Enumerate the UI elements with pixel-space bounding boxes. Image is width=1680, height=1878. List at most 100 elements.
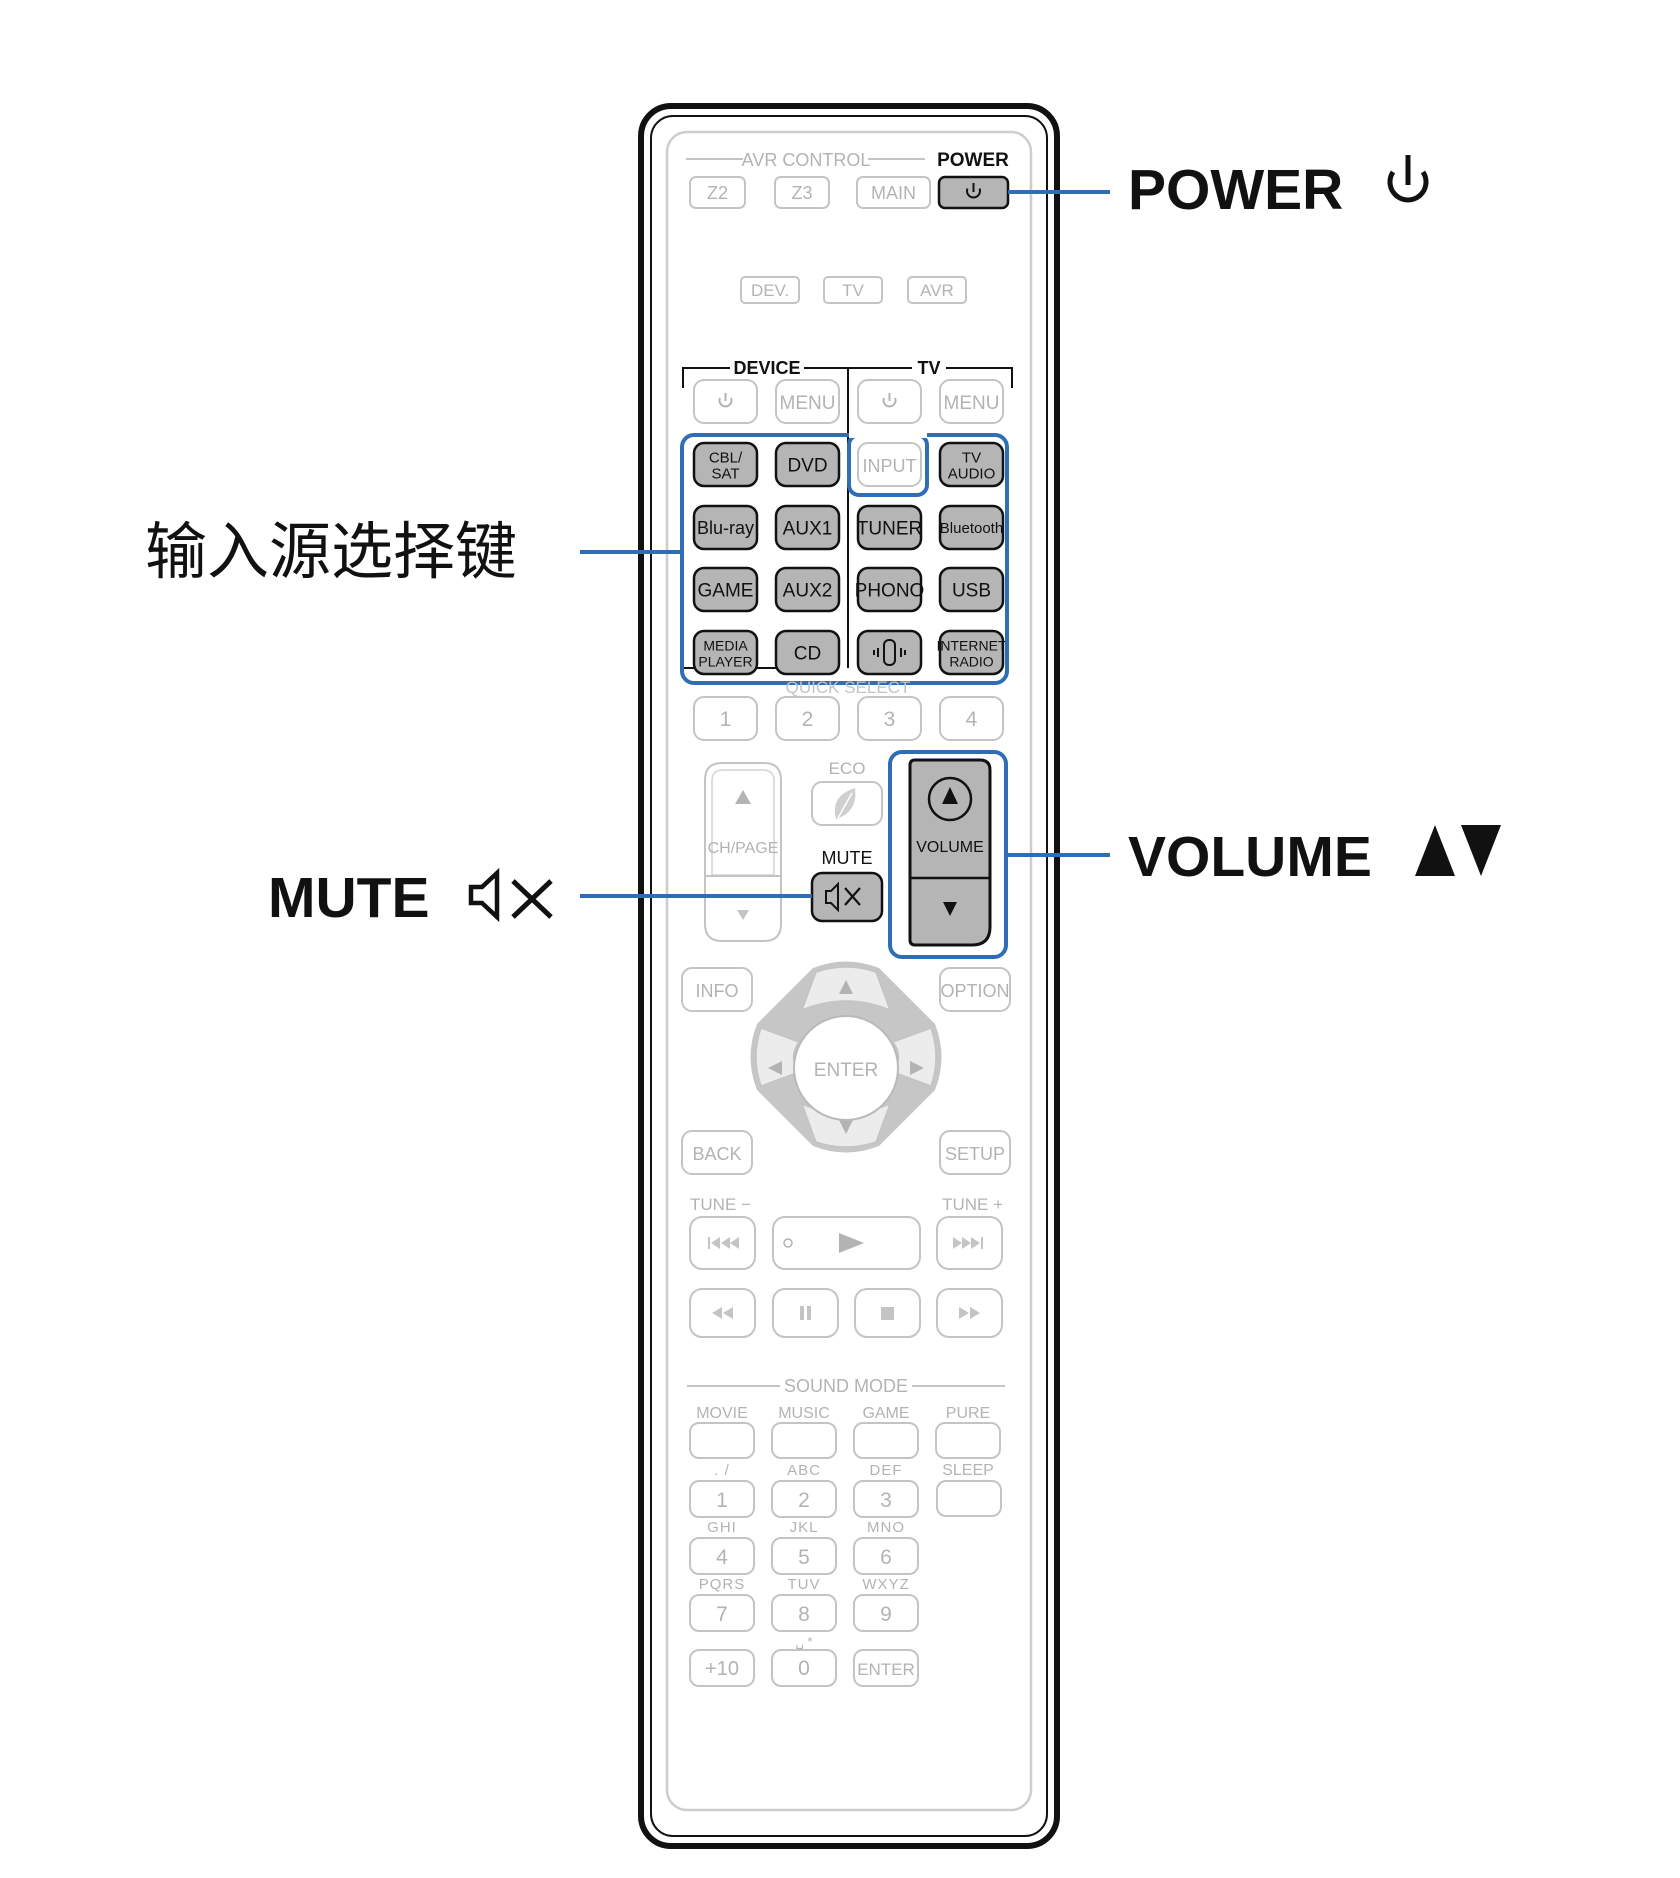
- quick-select-2-button[interactable]: 2: [775, 696, 840, 741]
- keypad-6-button[interactable]: [853, 1537, 919, 1575]
- dpad-right-icon: [910, 1061, 924, 1075]
- source-cbl-sat-button-shape: [692, 441, 759, 488]
- source-dvd-button-shape: [774, 441, 841, 488]
- mode-avr-button[interactable]: AVR: [907, 276, 967, 304]
- zone-z2-button-shape: [689, 176, 746, 209]
- keypad-7-label: 7: [716, 1603, 728, 1626]
- mode-tv-button[interactable]: TV: [823, 276, 883, 304]
- keypad-7-button[interactable]: [689, 1594, 755, 1632]
- source-cd-button[interactable]: CD: [774, 629, 841, 676]
- quick-select-1-button[interactable]: 1: [693, 696, 758, 741]
- rewind-button[interactable]: [689, 1288, 756, 1338]
- info-button[interactable]: [681, 967, 753, 1012]
- setup-label: SETUP: [945, 1144, 1005, 1164]
- fast-forward-button[interactable]: [936, 1288, 1003, 1338]
- keypad-5-button[interactable]: [771, 1537, 837, 1575]
- source-bluetooth-button[interactable]: Bluetooth: [938, 504, 1005, 551]
- sound-mode-movie-label: MOVIE: [696, 1405, 748, 1422]
- source-blu-ray-button[interactable]: Blu-ray: [692, 504, 759, 551]
- source-aux1-button[interactable]: AUX1: [774, 504, 841, 551]
- mute-title: MUTE: [822, 848, 873, 868]
- source-usb-button-label: USB: [952, 580, 991, 601]
- play-dot-icon: [783, 1238, 793, 1248]
- skip-back-icon: [708, 1237, 739, 1249]
- input-source-highlight: [680, 433, 1009, 685]
- device-menu-button[interactable]: [775, 379, 840, 424]
- keypad-4-label: 4: [716, 1546, 728, 1569]
- quick-select-title: QUICK SELECT: [786, 678, 911, 697]
- keypad-9-button[interactable]: [853, 1594, 919, 1632]
- keypad-6-label: 6: [880, 1546, 892, 1569]
- tune-minus-label: TUNE −: [690, 1195, 751, 1214]
- stop-icon: [881, 1307, 894, 1320]
- quick-select-4-button[interactable]: 4: [939, 696, 1004, 741]
- source-tuner-button[interactable]: TUNER: [856, 504, 923, 551]
- heos-button[interactable]: [856, 629, 923, 676]
- mute-button[interactable]: [810, 871, 884, 923]
- sound-mode-game-button[interactable]: [853, 1422, 919, 1459]
- power-callout-label: POWER: [1128, 158, 1343, 222]
- zone-z3-button[interactable]: Z3: [774, 176, 830, 209]
- ch-page-down-icon: [737, 910, 749, 920]
- sound-mode-pure-button[interactable]: [935, 1422, 1001, 1459]
- enter-button[interactable]: [793, 1015, 899, 1121]
- quick-select-3-button[interactable]: 3: [857, 696, 922, 741]
- dpad-up-icon: [839, 980, 853, 994]
- pause-icon: [800, 1306, 811, 1320]
- tune-plus-label: TUNE +: [942, 1195, 1003, 1214]
- source-tuner-button-label: TUNER: [857, 518, 922, 539]
- device-power-icon: [718, 393, 733, 408]
- mode-avr-button-label: AVR: [920, 281, 954, 300]
- quick-select-2-button-label: 2: [802, 708, 814, 731]
- setup-button[interactable]: [939, 1130, 1011, 1175]
- input-source-callout-label: 输入源选择键: [145, 515, 517, 588]
- tv-menu-button[interactable]: [939, 379, 1004, 424]
- mode-dev-button[interactable]: DEV.: [740, 276, 800, 304]
- source-aux2-button[interactable]: AUX2: [774, 566, 841, 613]
- source-aux1-button-shape: [774, 504, 841, 551]
- pause-button[interactable]: [772, 1288, 839, 1338]
- source-usb-button[interactable]: USB: [938, 566, 1005, 613]
- keypad-1-label: 1: [716, 1489, 728, 1512]
- zone-z3-button-label: Z3: [791, 183, 812, 203]
- power-title: POWER: [937, 150, 1009, 171]
- source-phono-button[interactable]: PHONO: [855, 566, 925, 613]
- device-power-button[interactable]: [693, 379, 758, 424]
- dpad-left-icon: [768, 1061, 782, 1075]
- plus10-button[interactable]: [689, 1649, 755, 1687]
- sound-mode-music-button[interactable]: [771, 1422, 837, 1459]
- volume-callout-label: VOLUME: [1128, 825, 1372, 889]
- keypad-2-button[interactable]: [771, 1480, 837, 1518]
- sleep-button[interactable]: [936, 1480, 1002, 1517]
- source-cbl-sat-button[interactable]: CBL/SAT: [692, 441, 759, 488]
- source-dvd-button[interactable]: DVD: [774, 441, 841, 488]
- mode-buttons: DEV. TV AVR: [740, 276, 967, 304]
- keypad-8-button[interactable]: [771, 1594, 837, 1632]
- tv-power-button[interactable]: [857, 379, 922, 424]
- volume-up-callout-icon: [1415, 825, 1455, 876]
- keypad-4-button[interactable]: [689, 1537, 755, 1575]
- zone-main-button[interactable]: MAIN: [856, 176, 931, 209]
- zone-main-button-label: MAIN: [871, 183, 916, 203]
- mute-button-icon: [825, 881, 861, 913]
- zone-z2-button[interactable]: Z2: [689, 176, 746, 209]
- keypad-enter-button[interactable]: [853, 1649, 919, 1687]
- zero-button[interactable]: [771, 1649, 837, 1687]
- option-button[interactable]: [939, 967, 1011, 1012]
- source-internet-radio-button-label-line2: RADIO: [949, 654, 993, 670]
- source-blu-ray-button-label: Blu-ray: [697, 518, 754, 538]
- back-button[interactable]: [681, 1130, 753, 1175]
- keypad-3-button[interactable]: [853, 1480, 919, 1518]
- power-button[interactable]: [937, 175, 1010, 210]
- tv-title: TV: [917, 358, 940, 378]
- volume-rocker-label: VOLUME: [916, 839, 984, 856]
- source-game-button[interactable]: GAME: [692, 566, 759, 613]
- quick-select-1-button-shape: [693, 696, 758, 741]
- mode-tv-button-label: TV: [842, 281, 864, 300]
- sound-mode-movie-button[interactable]: [689, 1422, 755, 1459]
- keypad-1-button[interactable]: [689, 1480, 755, 1518]
